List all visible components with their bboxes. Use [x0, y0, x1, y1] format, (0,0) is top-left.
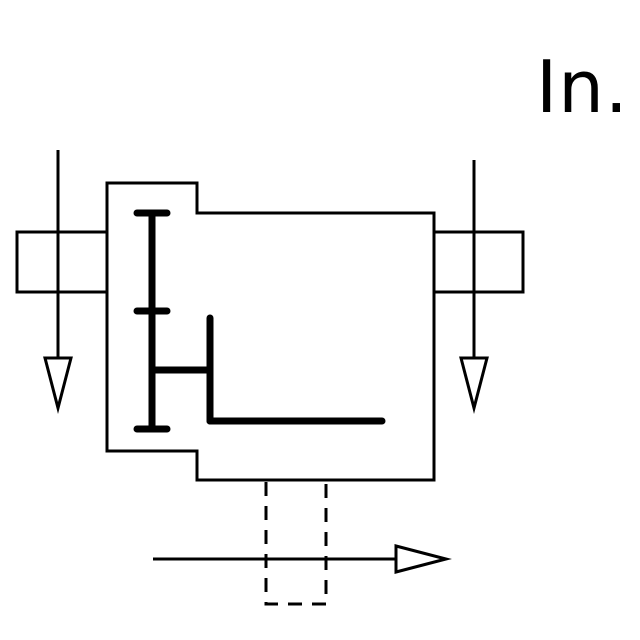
horizontal-gear-bar — [206, 314, 386, 425]
right-arrow-down — [459, 160, 489, 414]
gearbox-housing — [105, 181, 436, 482]
bottom-arrow-head — [394, 544, 452, 574]
left-arrow-down — [43, 150, 73, 414]
diagram-label: In. — [536, 45, 629, 129]
bottom-arrow-right — [153, 544, 452, 574]
bottom-output-shaft — [264, 482, 328, 606]
vertical-gear-bar — [133, 209, 171, 433]
right-arrow-head — [459, 356, 489, 414]
left-arrow-head — [43, 356, 73, 414]
